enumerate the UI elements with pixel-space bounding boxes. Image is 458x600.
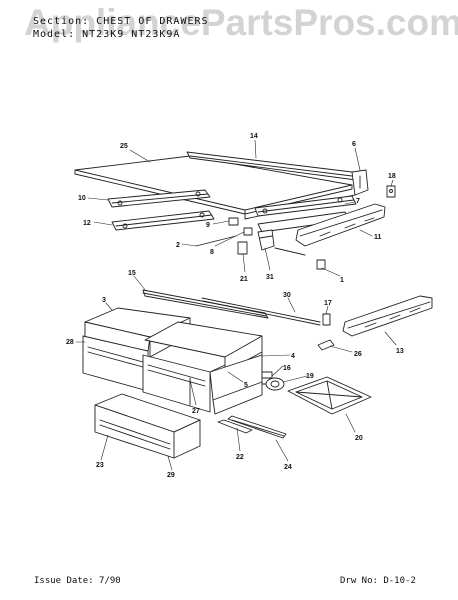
bracket-part [351, 169, 369, 196]
latch-26 [317, 339, 335, 351]
callout-21: 21 [240, 276, 248, 283]
callout-3: 3 [102, 297, 106, 304]
divider-frame-20 [287, 376, 372, 415]
drawing-number: Drw No: D-10-2 [340, 576, 416, 586]
callout-24: 24 [284, 464, 292, 471]
callout-28: 28 [66, 339, 74, 346]
rod-2 [195, 235, 306, 256]
callout-14: 14 [250, 133, 258, 140]
handle-22 [217, 419, 253, 434]
callout-1: 1 [340, 277, 344, 284]
bracket-18 [386, 185, 396, 198]
model-title: Model: NT23K9 NT23K9A [33, 29, 181, 40]
clip-1 [316, 259, 326, 270]
side-rail-13 [342, 295, 433, 337]
callout-19: 19 [306, 373, 314, 380]
slide-rail-right [254, 195, 357, 233]
callout-30: 30 [283, 292, 291, 299]
callout-7: 7 [356, 198, 360, 205]
callout-2: 2 [176, 242, 180, 249]
callout-4: 4 [291, 353, 295, 360]
callout-18: 18 [388, 173, 396, 180]
section-title: Section: CHEST OF DRAWERS [33, 16, 209, 27]
knob-19 [265, 377, 285, 391]
callout-11: 11 [374, 234, 382, 241]
callout-labels: 25 14 6 10 18 7 12 9 11 2 8 21 31 1 15 3… [66, 133, 404, 479]
slide-rail-left [107, 189, 215, 231]
drawer-right [142, 321, 263, 415]
callout-5: 5 [244, 382, 248, 389]
rod-30 [201, 297, 321, 326]
leader-lines [75, 139, 397, 471]
callout-26: 26 [354, 351, 362, 358]
callout-12: 12 [83, 220, 91, 227]
callout-27: 27 [192, 408, 200, 415]
drawer-front-panel [94, 393, 201, 459]
callout-29: 29 [167, 472, 175, 479]
callout-23: 23 [96, 462, 104, 469]
issue-date: Issue Date: 7/90 [34, 576, 121, 586]
trim-24 [227, 415, 287, 439]
callout-22: 22 [236, 454, 244, 461]
callout-25: 25 [120, 143, 128, 150]
callout-10: 10 [78, 195, 86, 202]
callout-9: 9 [206, 222, 210, 229]
callout-20: 20 [355, 435, 363, 442]
callout-15: 15 [128, 270, 136, 277]
clip-17 [322, 313, 331, 326]
callout-6: 6 [352, 141, 356, 148]
callout-16: 16 [283, 365, 291, 372]
callout-31: 31 [266, 274, 274, 281]
clip-parts [228, 217, 275, 255]
side-rail-11 [295, 203, 386, 247]
callout-8: 8 [210, 249, 214, 256]
callout-13: 13 [396, 348, 404, 355]
callout-17: 17 [324, 300, 332, 307]
